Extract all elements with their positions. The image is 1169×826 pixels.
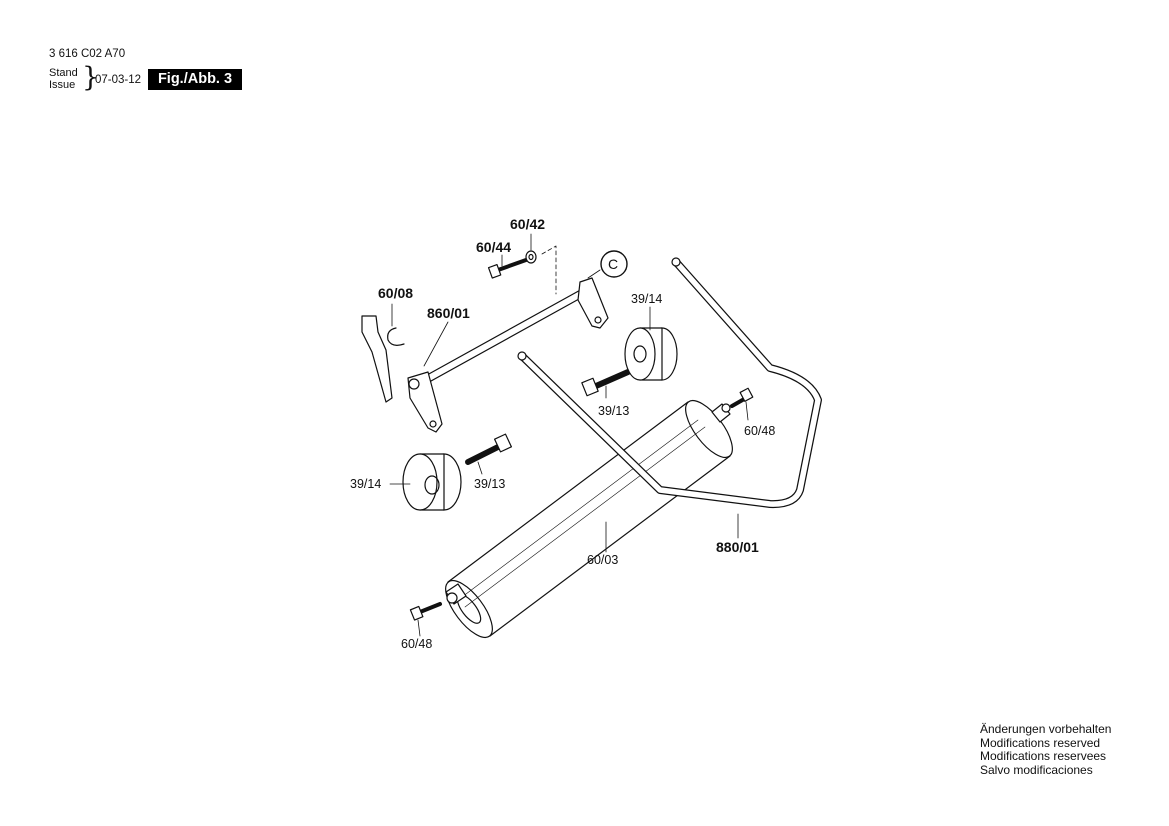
wheel-39-14-top xyxy=(624,327,678,381)
callout-circle-c xyxy=(600,250,628,278)
screw-60-48-right xyxy=(730,387,754,408)
washer-60-42 xyxy=(525,250,537,264)
callout-860-01: 860/01 xyxy=(427,305,470,321)
note-line-fr: Modifications reservees xyxy=(980,749,1107,763)
callout-39-14-top: 39/14 xyxy=(631,292,663,306)
side-bracket xyxy=(361,315,393,403)
issue-label: Issue xyxy=(49,79,76,91)
callout-39-13-left: 39/13 xyxy=(474,477,506,491)
callout-60-03: 60/03 xyxy=(587,553,619,567)
document-number: 3 616 C02 A70 xyxy=(49,48,126,60)
modification-notes: Änderungen vorbehalten Modifications res… xyxy=(980,722,1112,777)
figure-label: Fig./Abb. 3 xyxy=(148,69,242,90)
brace-symbol: } xyxy=(82,62,100,93)
bolt-39-13-left xyxy=(465,433,512,465)
leader-lines xyxy=(389,233,749,637)
issue-date: 07-03-12 xyxy=(95,74,142,86)
handle-end-left xyxy=(517,351,527,361)
bolt-60-44 xyxy=(487,258,528,279)
callout-c-letter: C xyxy=(608,256,619,272)
note-line-de: Änderungen vorbehalten xyxy=(980,722,1112,736)
callout-60-44: 60/44 xyxy=(476,239,512,255)
screw-60-48-bottom xyxy=(409,602,442,621)
wheel-39-14-left xyxy=(402,453,462,511)
callout-60-48-bottom: 60/48 xyxy=(401,637,433,651)
stand-label: Stand xyxy=(49,67,78,79)
callout-60-42: 60/42 xyxy=(510,216,546,232)
handle-end-top xyxy=(671,257,681,267)
callout-39-14-left: 39/14 xyxy=(350,477,382,491)
callout-39-13-top: 39/13 xyxy=(598,404,630,418)
roller-tube xyxy=(445,399,733,639)
note-line-es: Salvo modificaciones xyxy=(980,762,1093,777)
roller-end-cap-left xyxy=(445,583,467,605)
roller-end-cap-right xyxy=(711,403,731,423)
bolt-39-13-top xyxy=(581,369,631,397)
assembly-guide-line xyxy=(541,245,557,295)
callout-880-01: 880/01 xyxy=(716,539,759,555)
axle-assembly xyxy=(407,277,609,433)
callout-60-08: 60/08 xyxy=(378,285,414,301)
note-line-en: Modifications reserved xyxy=(980,735,1101,750)
callout-60-48-right: 60/48 xyxy=(744,424,776,438)
clip xyxy=(387,327,405,346)
